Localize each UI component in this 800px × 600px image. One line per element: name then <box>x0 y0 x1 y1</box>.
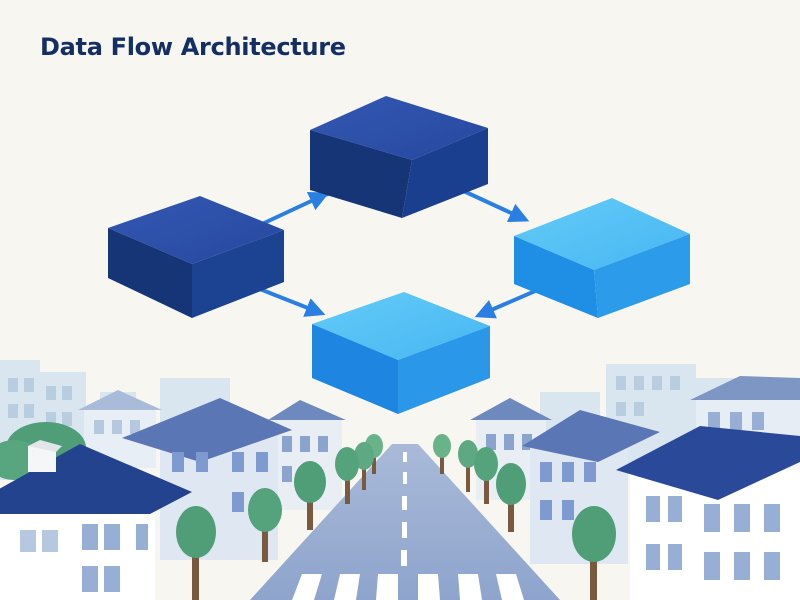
edge-left-to-top <box>260 192 330 226</box>
house-left-front <box>0 440 192 600</box>
diagram-title: Data Flow Architecture <box>40 33 346 61</box>
city-scene <box>0 360 800 600</box>
house-right-mid <box>522 410 660 564</box>
node-bottom[interactable] <box>312 292 490 414</box>
road <box>250 444 560 600</box>
node-left[interactable] <box>108 196 284 318</box>
house-right-front <box>616 426 800 600</box>
street-trees <box>294 434 526 532</box>
crosswalk <box>292 574 524 600</box>
skyline-right-windows <box>616 376 680 416</box>
node-right[interactable] <box>514 198 690 318</box>
road-lane-dashes <box>401 452 407 566</box>
nodes <box>108 96 690 414</box>
skyline-left-windows <box>8 378 72 426</box>
node-top[interactable] <box>310 96 488 218</box>
tree-right-front <box>572 506 616 600</box>
tree-left-front <box>176 488 282 600</box>
